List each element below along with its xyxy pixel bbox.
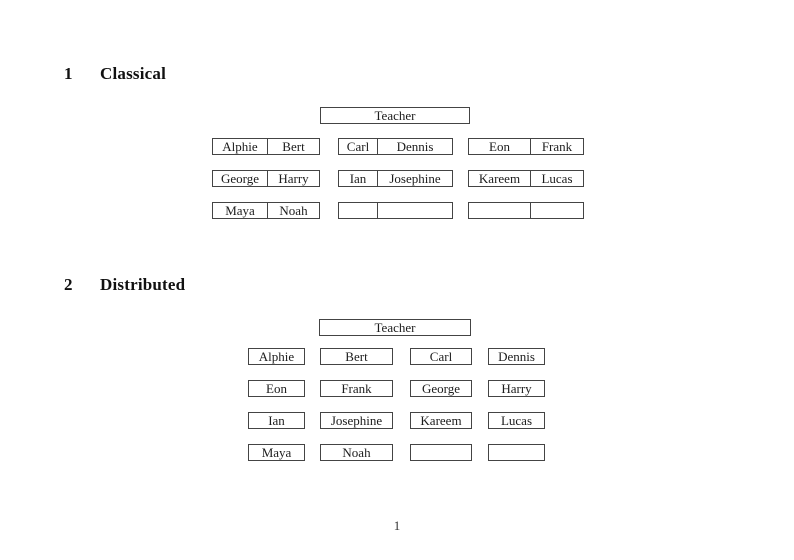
seat-name: Dennis xyxy=(396,138,434,154)
desk-empty xyxy=(338,202,453,219)
desk: Frank xyxy=(320,380,393,397)
seat-empty xyxy=(531,203,583,218)
seat-name: George xyxy=(213,171,268,186)
seat-name: Carl xyxy=(339,139,378,154)
seat-name: Eon xyxy=(469,139,531,154)
teacher-box-distributed: Teacher xyxy=(319,319,471,336)
desk: George Harry xyxy=(212,170,320,187)
desk: Dennis xyxy=(488,348,545,365)
desk-empty xyxy=(488,444,545,461)
desk: Kareem xyxy=(410,412,472,429)
seat-name: Lucas xyxy=(541,170,573,186)
desk: Alphie Bert xyxy=(212,138,320,155)
desk: Ian xyxy=(248,412,305,429)
desk: Harry xyxy=(488,380,545,397)
desk: Eon Frank xyxy=(468,138,584,155)
section-heading-distributed: 2 Distributed xyxy=(64,275,185,295)
section-title: Distributed xyxy=(100,275,186,294)
seat-name: Noah xyxy=(279,202,308,218)
desk: Josephine xyxy=(320,412,393,429)
desk: Carl Dennis xyxy=(338,138,453,155)
seat-name: Frank xyxy=(541,138,573,154)
desk: Carl xyxy=(410,348,472,365)
seat-empty xyxy=(469,203,531,218)
teacher-box-classical: Teacher xyxy=(320,107,470,124)
desk: Lucas xyxy=(488,412,545,429)
desk: Noah xyxy=(320,444,393,461)
seat-empty xyxy=(339,203,378,218)
desk: Eon xyxy=(248,380,305,397)
section-title: Classical xyxy=(100,64,167,83)
seat-name: Maya xyxy=(213,203,268,218)
seat-name: Kareem xyxy=(469,171,531,186)
desk: Maya Noah xyxy=(212,202,320,219)
section-number: 2 xyxy=(64,275,73,294)
seat-name: Josephine xyxy=(389,170,441,186)
seat-name: Harry xyxy=(278,170,309,186)
desk-empty xyxy=(468,202,584,219)
desk: George xyxy=(410,380,472,397)
seat-name: Bert xyxy=(282,138,305,154)
desk: Maya xyxy=(248,444,305,461)
seat-name: Ian xyxy=(339,171,378,186)
seat-name: Alphie xyxy=(213,139,268,154)
desk-empty xyxy=(410,444,472,461)
seat-empty xyxy=(378,203,452,218)
page-number: 1 xyxy=(393,518,401,533)
desk: Kareem Lucas xyxy=(468,170,584,187)
section-heading-classical: 1 Classical xyxy=(64,64,166,84)
desk: Ian Josephine xyxy=(338,170,453,187)
desk: Alphie xyxy=(248,348,305,365)
section-number: 1 xyxy=(64,64,73,83)
desk: Bert xyxy=(320,348,393,365)
